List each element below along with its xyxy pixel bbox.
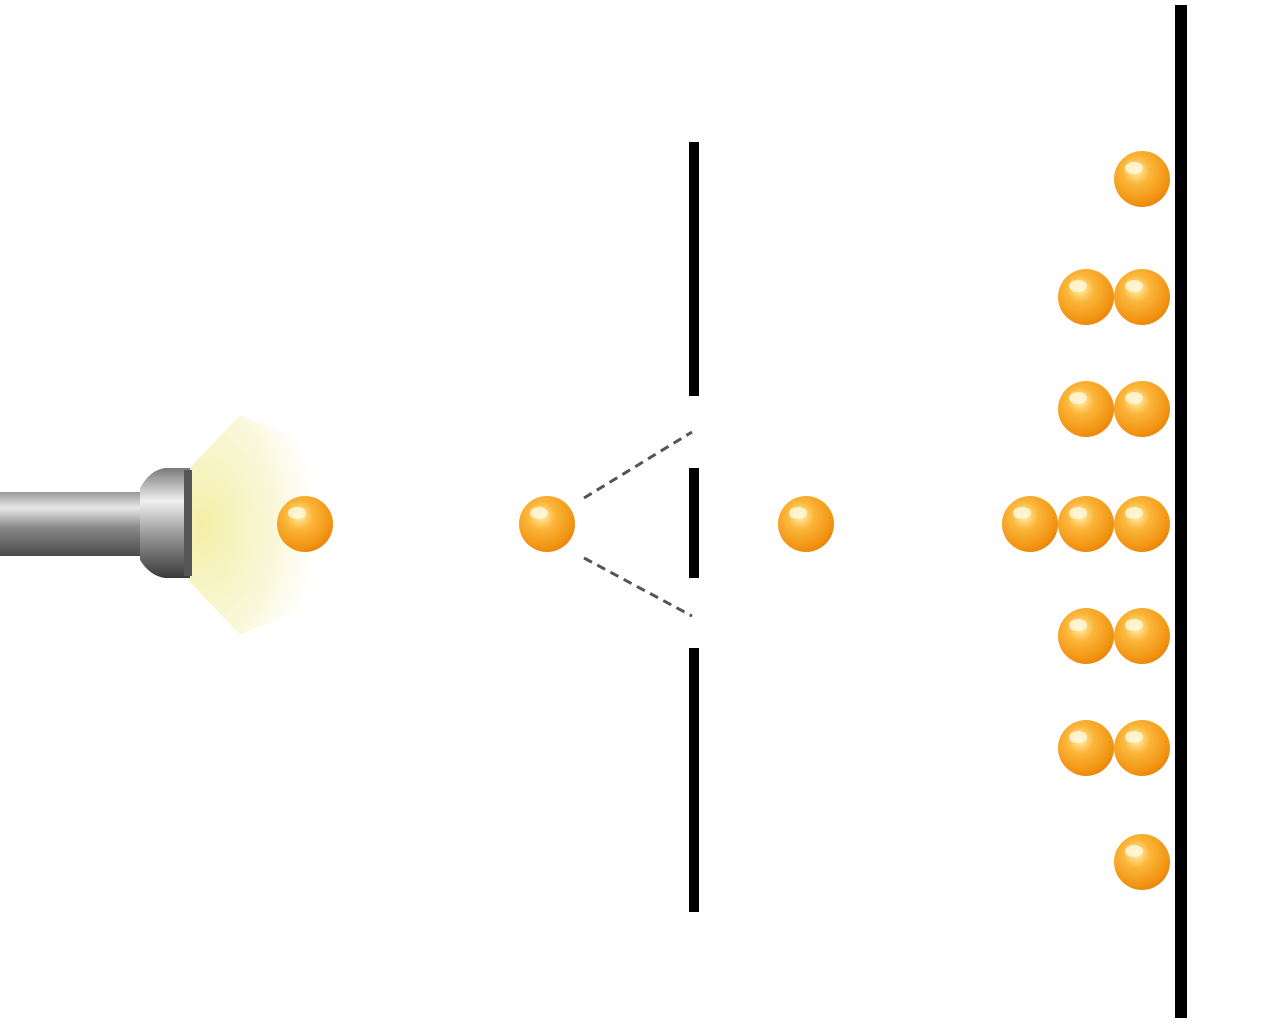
flashlight-icon bbox=[0, 415, 330, 635]
detector-hit-ball bbox=[1058, 720, 1114, 776]
detector-hit-ball bbox=[1058, 496, 1114, 552]
detector-hit-ball bbox=[1114, 269, 1170, 325]
detector-hit-ball bbox=[1002, 496, 1058, 552]
detector-hits bbox=[1002, 151, 1170, 890]
particles-in-flight bbox=[277, 496, 834, 552]
light-glow bbox=[188, 415, 330, 635]
detector-hit-ball bbox=[1114, 151, 1170, 207]
detector-hit-ball bbox=[1114, 720, 1170, 776]
upper-path-dashed-line bbox=[583, 430, 693, 500]
detector-hit-ball bbox=[1058, 269, 1114, 325]
trajectory-guides bbox=[583, 430, 693, 618]
detector-hit-ball bbox=[1058, 608, 1114, 664]
detector-hit-ball bbox=[1114, 496, 1170, 552]
flashlight-barrel bbox=[0, 492, 150, 556]
flashlight-lens bbox=[184, 470, 192, 576]
detector-hit-ball bbox=[1114, 381, 1170, 437]
photon-ball-icon bbox=[277, 496, 333, 552]
detector-hit-ball bbox=[1114, 608, 1170, 664]
flashlight-head bbox=[140, 468, 190, 578]
detector-hit-ball bbox=[1114, 834, 1170, 890]
photon-ball-icon bbox=[519, 496, 575, 552]
detector-hit-ball bbox=[1058, 381, 1114, 437]
lower-path-dashed-line bbox=[583, 556, 693, 618]
photon-ball-icon bbox=[778, 496, 834, 552]
